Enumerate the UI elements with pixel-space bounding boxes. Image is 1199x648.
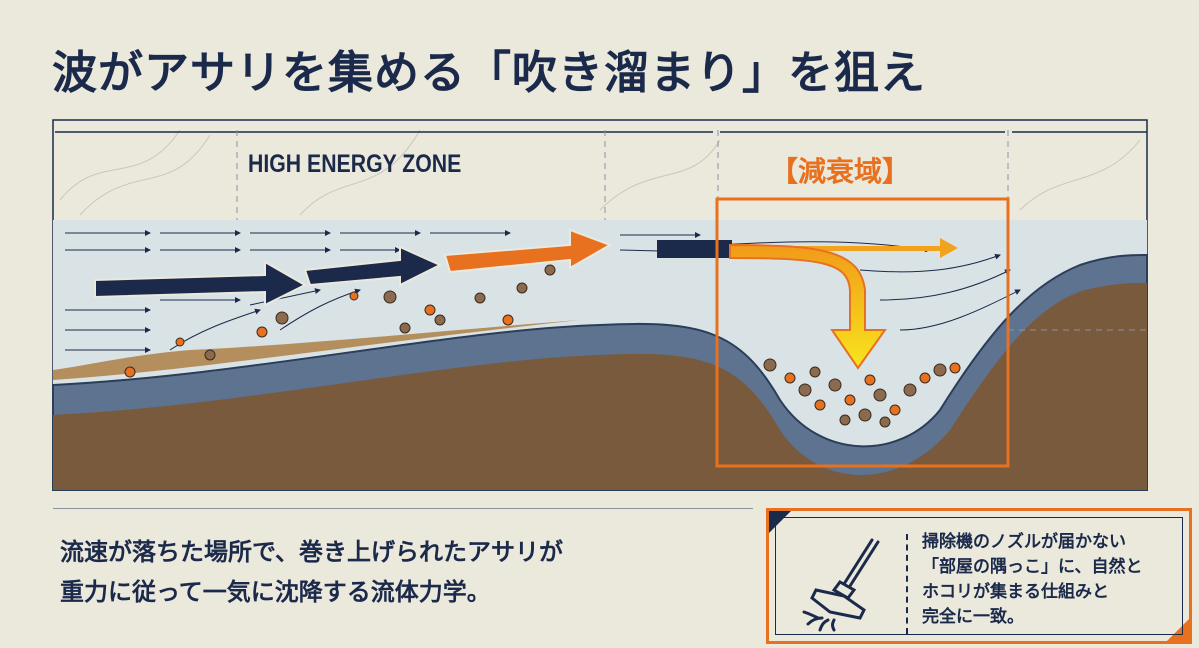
decay-current-bar bbox=[657, 240, 732, 258]
current-arrow-1 bbox=[94, 260, 308, 307]
clam-particles bbox=[124, 264, 961, 428]
caption: 流速が落ちた場所で、巻き上げられたアサリが 重力に従って一気に沈降する流体力学。 bbox=[60, 532, 563, 612]
caption-line-2: 重力に従って一気に沈降する流体力学。 bbox=[60, 578, 491, 606]
flow-lines bbox=[65, 230, 1021, 353]
note-line-3: ホコリが集まる仕組みと bbox=[922, 582, 1109, 602]
page-title: 波がアサリを集める「吹き溜まり」を狙え bbox=[52, 46, 927, 99]
decay-zone-label: 【減衰域】 bbox=[770, 155, 911, 188]
corner-accent-navy bbox=[769, 511, 791, 533]
corner-accent-orange bbox=[1167, 619, 1189, 641]
caption-line-1: 流速が落ちた場所で、巻き上げられたアサリが bbox=[60, 538, 564, 566]
topographic-lines bbox=[59, 129, 1141, 216]
high-energy-zone-label: HIGH ENERGY ZONE bbox=[248, 150, 462, 178]
settling-arrow bbox=[729, 243, 887, 370]
decay-zone-highlight bbox=[715, 197, 1010, 468]
dimension-lines bbox=[55, 130, 1147, 220]
note-line-4: 完全に一致。 bbox=[922, 607, 1024, 627]
sand-slope bbox=[53, 320, 580, 380]
current-arrows bbox=[94, 228, 613, 307]
current-arrow-2 bbox=[303, 245, 443, 287]
current-arrow-3 bbox=[443, 228, 613, 274]
note-line-1: 掃除機のノズルが届かない bbox=[922, 532, 1126, 552]
analogy-note-box: 掃除機のノズルが届かない 「部屋の隅っこ」に、自然と ホコリが集まる仕組みと 完… bbox=[766, 508, 1192, 644]
vacuum-cleaner-icon bbox=[802, 538, 880, 632]
dashed-divider bbox=[906, 534, 908, 634]
seabed-sediment bbox=[53, 283, 1147, 490]
decay-current-arrow bbox=[730, 238, 958, 258]
analogy-text: 掃除機のノズルが届かない 「部屋の隅っこ」に、自然と ホコリが集まる仕組みと 完… bbox=[922, 530, 1143, 630]
note-line-2: 「部屋の隅っこ」に、自然と bbox=[922, 557, 1143, 577]
divider bbox=[53, 508, 753, 509]
